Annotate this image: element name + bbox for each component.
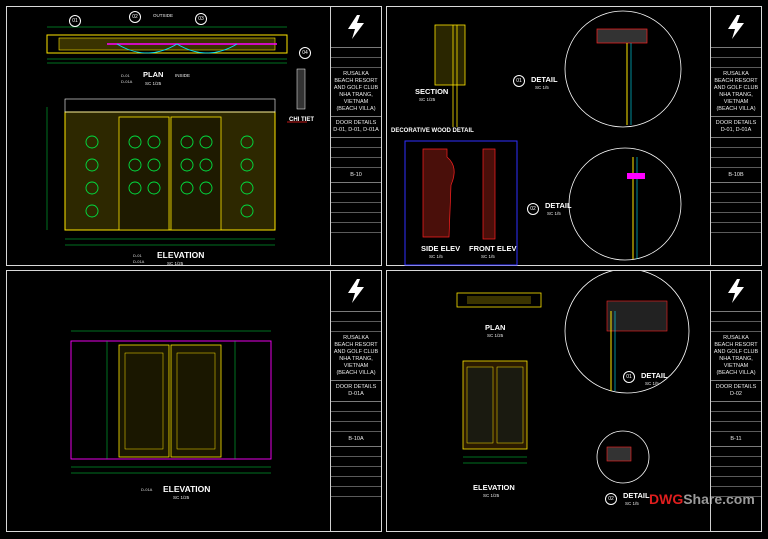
plan-callout-01: 01 (69, 15, 81, 27)
plan-callout-04: 04 (299, 47, 311, 59)
front-elev-title: FRONT ELEV (469, 244, 517, 253)
drawing-elevation-d01a (70, 330, 272, 474)
inside-label: INSIDE (175, 73, 191, 78)
drawing-plan-elevation-details (456, 271, 690, 484)
drawing-number: B-10A (331, 432, 381, 447)
section-scale: SC 1/25 (419, 97, 436, 102)
ads-logo (331, 271, 381, 312)
detail-callout-02: 02 (527, 203, 539, 215)
detail-callout-01: 01 (623, 371, 635, 383)
watermark: DWGShare.com (649, 491, 755, 507)
sheet-door-details-b10b: SECTION SC 1/25 DECORATIVE WOOD DETAIL S… (386, 6, 762, 266)
detail-1-scale: SC 1/5 (645, 381, 659, 386)
drawing-number: B-10 (331, 168, 381, 183)
plan-scale: SC 1/25 (145, 81, 162, 86)
sheet-door-details-b10: 01 02 03 04 OUTSIDE INSIDE D-01 D-01A PL… (6, 6, 382, 266)
elevation-title: ELEVATION (157, 250, 205, 260)
chi-tiet-label: CHI TIET (289, 117, 314, 123)
drawing-number: B-10B (711, 168, 761, 183)
drawing-section-details (404, 10, 682, 266)
plan-scale: SC 1/25 (487, 333, 504, 338)
plan-tag-d01: D-01 (121, 73, 130, 78)
detail-1-title: DETAIL (641, 371, 668, 380)
section-title: SECTION (415, 87, 449, 96)
side-elev-title: SIDE ELEV (421, 244, 461, 253)
elevation-tag: D-01A (141, 487, 153, 492)
elevation-scale: SC 1/25 (173, 495, 190, 500)
elevation-title: ELEVATION (473, 483, 515, 492)
detail-2-scale: SC 1/5 (547, 211, 561, 216)
detail-1-title: DETAIL (531, 75, 558, 84)
elevation-title: ELEVATION (163, 484, 211, 494)
plan-callout-02: 02 (129, 11, 141, 23)
lightning-icon (348, 15, 364, 39)
ads-logo (711, 7, 761, 48)
drawing-number: B-11 (711, 432, 761, 447)
elevation-tag-d01: D-01 (133, 253, 142, 258)
plan-callout-03: 03 (195, 13, 207, 25)
decorative-wood-detail-title: DECORATIVE WOOD DETAIL (391, 128, 474, 134)
ads-logo (711, 271, 761, 312)
side-elev-scale: SC 1/5 (429, 254, 443, 259)
elevation-tag-d01a: D-01A (133, 259, 145, 264)
outside-label: OUTSIDE (153, 13, 174, 18)
detail-callout-02: 02 (605, 493, 617, 505)
lightning-icon (348, 279, 364, 303)
elevation-scale: SC 1/25 (483, 493, 500, 498)
elevation-scale: SC 1/25 (167, 261, 184, 266)
detail-2-title: DETAIL (545, 201, 572, 210)
plan-title: PLAN (143, 70, 164, 79)
lightning-icon (728, 279, 744, 303)
detail-1-scale: SC 1/5 (535, 85, 549, 90)
lightning-icon (728, 15, 744, 39)
plan-title: PLAN (485, 323, 506, 332)
ads-logo (331, 7, 381, 48)
sheet-door-details-b11: PLAN SC 1/25 ELEVATION SC 1/25 01 DETAIL… (386, 270, 762, 532)
detail-callout-01: 01 (513, 75, 525, 87)
detail-2-scale: SC 1/5 (625, 501, 639, 506)
detail-2-title: DETAIL (623, 491, 650, 500)
plan-tag-d01a: D-01A (121, 79, 133, 84)
front-elev-scale: SC 1/5 (481, 254, 495, 259)
drawing-plan-elevation (46, 26, 307, 246)
